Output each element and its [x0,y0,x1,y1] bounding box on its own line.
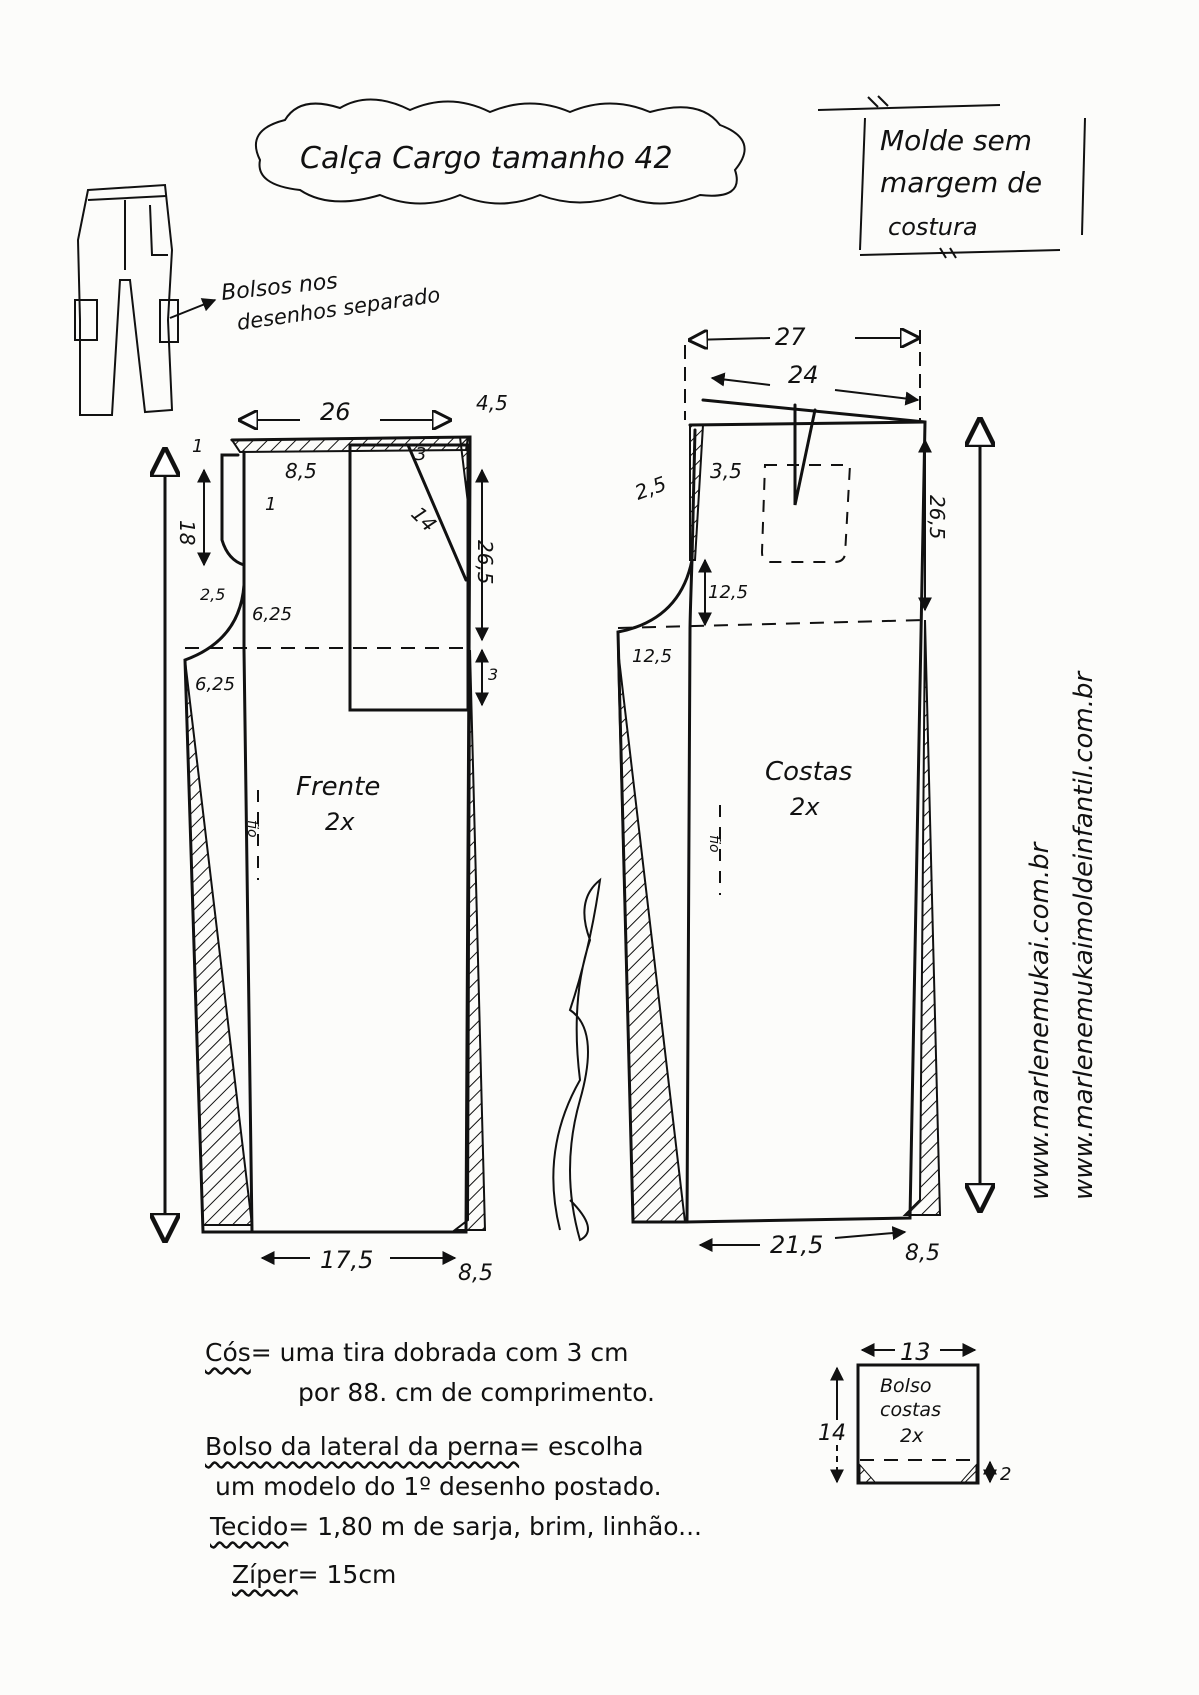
front-dim-fly-small: 1 [265,494,276,515]
front-dim-fly-top: 1 [192,436,203,457]
front-dim-crotch-ext: 2,5 [200,585,225,604]
note-ziper-label: Zíper [232,1560,298,1589]
pants-sketch-icon [74,183,217,416]
front-dim-crotch-w: 6,25 [195,674,235,695]
back-label: Costas [765,757,852,787]
back-dim-hem-ext: 8,5 [905,1241,940,1266]
front-dim-crotch-h: 6,25 [252,604,292,625]
front-dim-waist: 26 [320,398,351,426]
seam-note-line-3: costura [888,213,978,241]
website-2: www.marlenemukaimoldeinfantil.com.br [1069,670,1099,1200]
note-bolso: Bolso da lateral da perna= escolha [205,1432,644,1461]
note-bolso-label: Bolso da lateral da perna [205,1432,520,1461]
back-dim-cb-h: 3,5 [710,459,742,483]
note-tecido-label: Tecido [210,1512,289,1541]
front-count: 2x [325,808,355,836]
note-cos: Cós= uma tira dobrada com 3 cm [205,1338,629,1367]
back-pocket-piece: 13 14 2 Bolso costas 2x [818,1338,1011,1485]
back-pocket-label-1: Bolso [880,1375,931,1397]
back-pocket-height: 14 [818,1421,846,1446]
title: Calça Cargo tamanho 42 [300,141,673,176]
front-dim-fly-len: 18 [175,520,199,545]
front-dim-side: 26,5 [473,540,497,585]
back-dim-crotch-w: 12,5 [632,646,672,667]
front-dim-pocket-top: 3 [415,444,426,465]
front-grain: fio [244,820,260,838]
note-bolso-2: um modelo do 1º desenho postado. [215,1472,662,1501]
note-tecido-text: = 1,80 m de sarja, brim, linhão... [288,1512,702,1541]
note-cos-2: por 88. cm de comprimento. [298,1378,656,1407]
note-bolso-text: = escolha [519,1432,644,1461]
note-tecido: Tecido= 1,80 m de sarja, brim, linhão... [210,1512,702,1541]
back-dim-waist: 24 [788,361,819,389]
back-pocket-fold: 2 [1000,1464,1011,1485]
back-dim-outer: 27 [775,323,806,351]
signature [552,877,602,1242]
back-dim-hem: 21,5 [770,1231,823,1259]
website-1: www.marlenemukai.com.br [1025,840,1055,1200]
front-dim-side-low: 3 [488,665,498,684]
note-ziper-text: = 15cm [297,1560,397,1589]
front-dim-top-ext: 4,5 [476,391,508,415]
title-cloud: Calça Cargo tamanho 42 [255,98,746,205]
seam-note-line-2: margem de [880,166,1042,199]
back-count: 2x [790,793,820,821]
front-label: Frente [296,772,380,802]
seam-note: Molde sem margem de costura [817,95,1086,259]
front-dim-hem: 17,5 [320,1246,373,1274]
note-cos-label: Cós [205,1338,251,1367]
front-dim-fly-in: 8,5 [285,459,317,483]
front-piece: 26 4,5 1 18 8,5 1 2,5 6,25 6,25 3 14 26,… [165,391,508,1286]
note-cos-text: = uma tira dobrada com 3 cm [250,1338,629,1367]
back-pocket-label-3: 2x [900,1425,924,1447]
back-dim-side: 26,5 [925,495,949,540]
back-pocket-width: 13 [900,1338,931,1366]
back-dim-crotch-h: 12,5 [708,582,748,603]
seam-note-line-1: Molde sem [880,124,1032,157]
back-pocket-label-2: costas [880,1399,941,1421]
back-piece: 27 24 2,5 3,5 12,5 12,5 26,5 21,5 8,5 Co… [616,323,980,1266]
front-dim-hem-ext: 8,5 [458,1261,493,1286]
note-ziper: Zíper= 15cm [232,1560,396,1589]
back-grain: fio [706,835,722,853]
back-dim-cb-ext: 2,5 [632,471,670,504]
